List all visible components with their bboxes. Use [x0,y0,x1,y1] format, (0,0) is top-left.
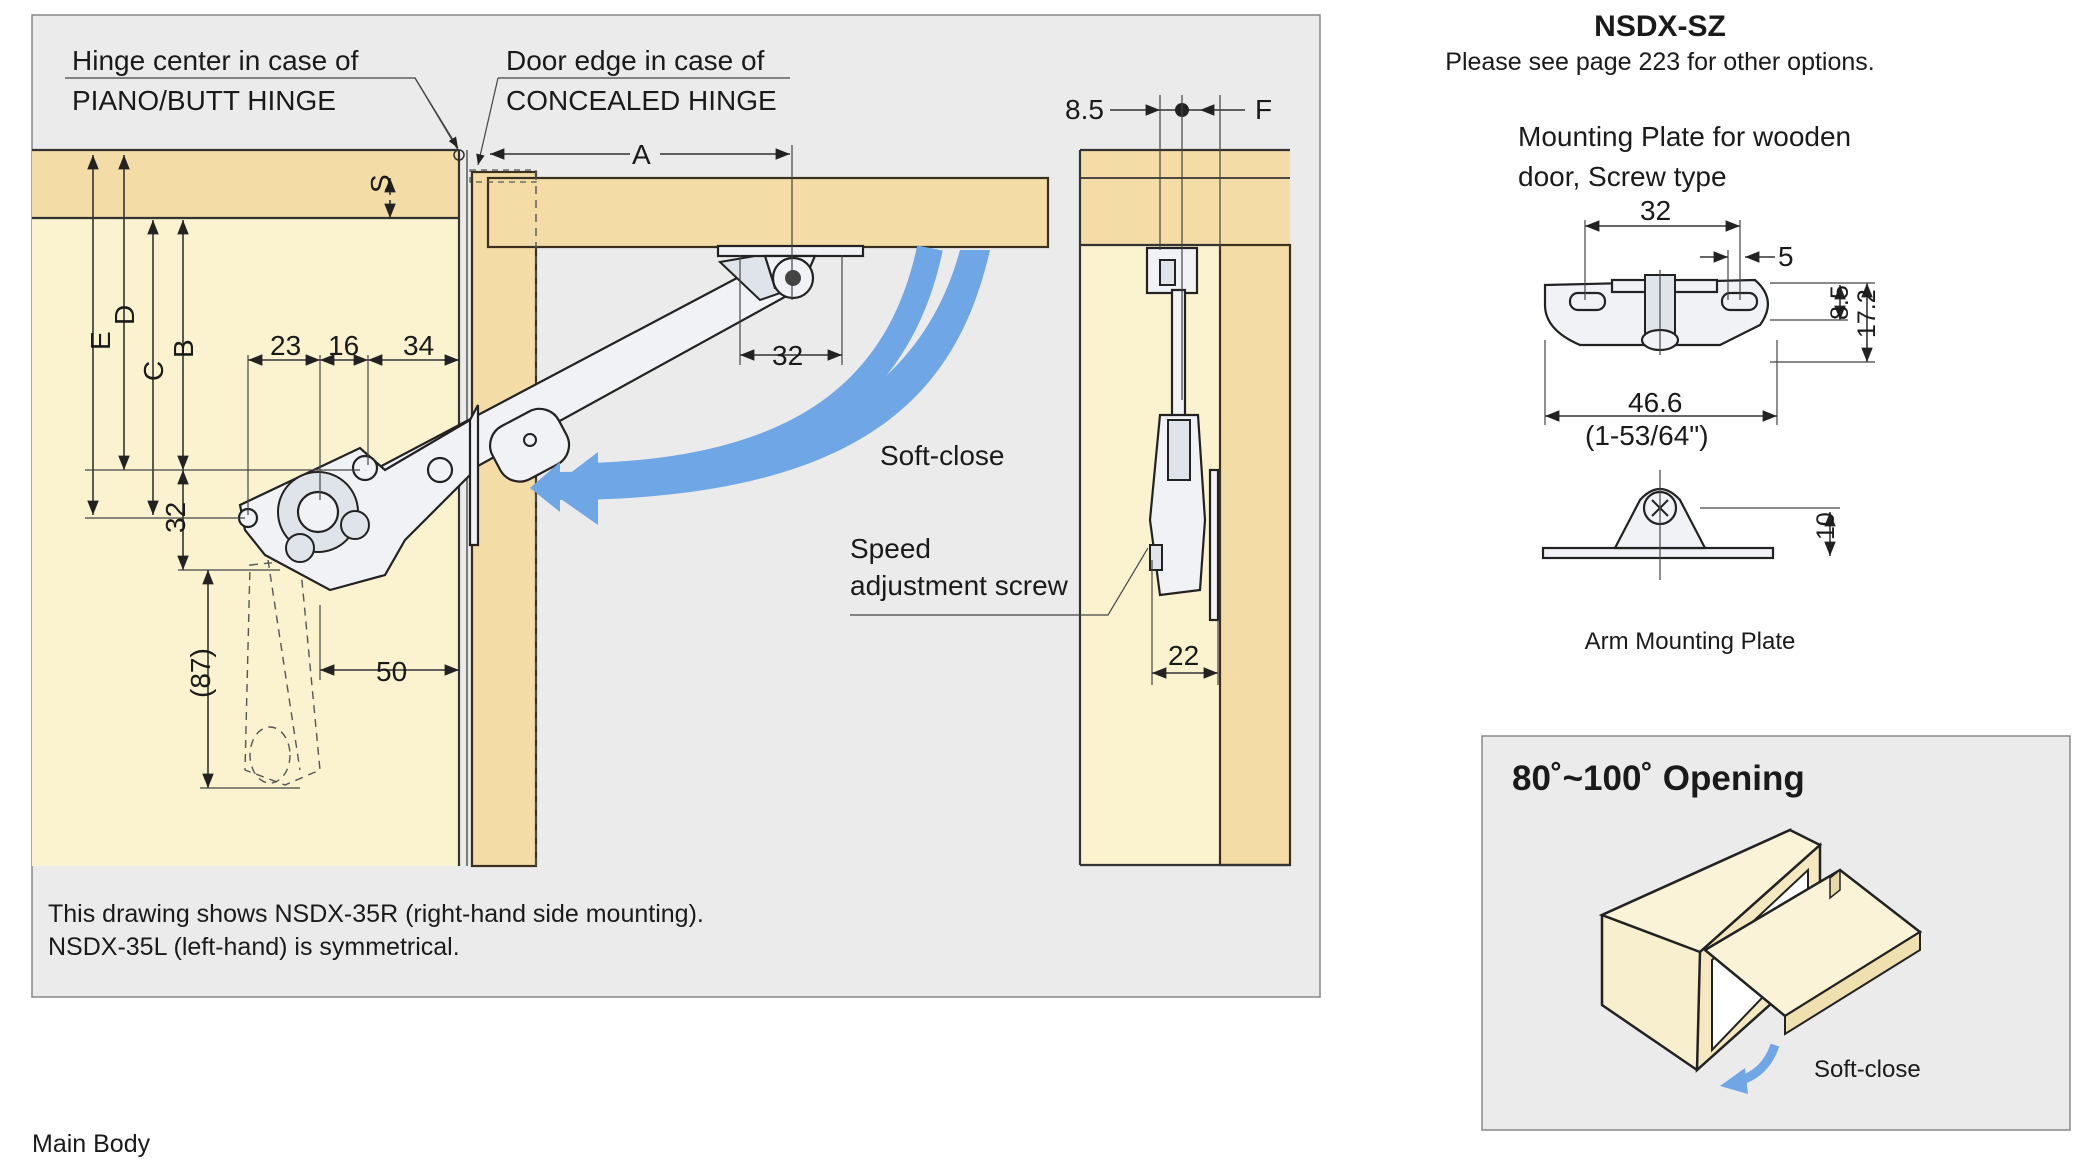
door-edge-label-1: Door edge in case of [506,45,765,76]
side-view-top-panel [1080,150,1290,245]
door-edge-label-2: CONCEALED HINGE [506,85,777,116]
drawing-note-1: This drawing shows NSDX-35R (right-hand … [48,900,704,928]
cabinet-side-panel [470,170,538,868]
model-title: NSDX-SZ [1594,10,1726,43]
main-body-caption: Main Body [32,1130,151,1158]
dim-b-label: B [168,339,199,358]
drawing-note-2: NSDX-35L (left-hand) is symmetrical. [48,933,460,961]
dim-23-label: 23 [270,330,301,361]
side-view-door [1218,243,1292,867]
dim-34-label: 34 [403,330,434,361]
dim-e-label: E [85,331,116,350]
dim-c-label: C [138,361,169,381]
mounting-plate-title-2: door, Screw type [1518,161,1727,192]
dim-d-label: D [109,305,140,325]
hinge-mechanism [237,244,865,786]
plate-dim-8-5: 8.5 [1826,285,1854,320]
dim-8-5-label: 8.5 [1065,94,1104,125]
dim-22-label: 22 [1168,640,1199,671]
dim-f-label: F [1255,94,1272,125]
opening-title: 80˚~100˚ Opening [1512,759,1805,798]
arm-mounting-plate-drawing [1541,470,1775,580]
soft-close-label: Soft-close [880,440,1005,471]
hinge-center-label-1: Hinge center in case of [72,45,359,76]
mounting-plate-title-1: Mounting Plate for wooden [1518,121,1851,152]
cabinet-illustration [1598,828,1923,1073]
speed-screw-label-2: adjustment screw [850,570,1069,601]
speed-screw-label-1: Speed [850,533,931,564]
dim-32-left-label: 32 [160,502,191,533]
side-view-hinge [1145,246,1220,622]
dim-87-label: (87) [185,648,216,698]
opening-soft-close-label: Soft-close [1814,1056,1921,1083]
dim-a-label: A [632,139,651,170]
plate-dim-inch: (1-53/64") [1585,420,1709,451]
dim-50-label: 50 [376,656,407,687]
plate-dim-17-2: 17.2 [1853,289,1881,338]
main-diagram: Hinge center in case of PIANO/BUTT HINGE… [31,14,1321,998]
mounting-plate-section: NSDX-SZ Please see page 223 for other op… [1445,10,1881,655]
dim-s-label: S [365,174,396,193]
opening-box: 80˚~100˚ Opening Soft-close [1481,735,2071,1131]
options-note: Please see page 223 for other options. [1445,48,1874,76]
hinge-center-label-2: PIANO/BUTT HINGE [72,85,336,116]
plate-dim-46-6: 46.6 [1628,387,1683,418]
mounting-plate-drawing [1543,270,1769,355]
dim-16-label: 16 [328,330,359,361]
dim-32-arm-label: 32 [772,340,803,371]
arm-plate-dim-10: 10 [1812,512,1840,540]
arm-plate-caption: Arm Mounting Plate [1585,628,1796,655]
plate-dim-32: 32 [1640,195,1671,226]
door-open [486,176,1050,249]
plate-dim-5: 5 [1778,241,1794,272]
